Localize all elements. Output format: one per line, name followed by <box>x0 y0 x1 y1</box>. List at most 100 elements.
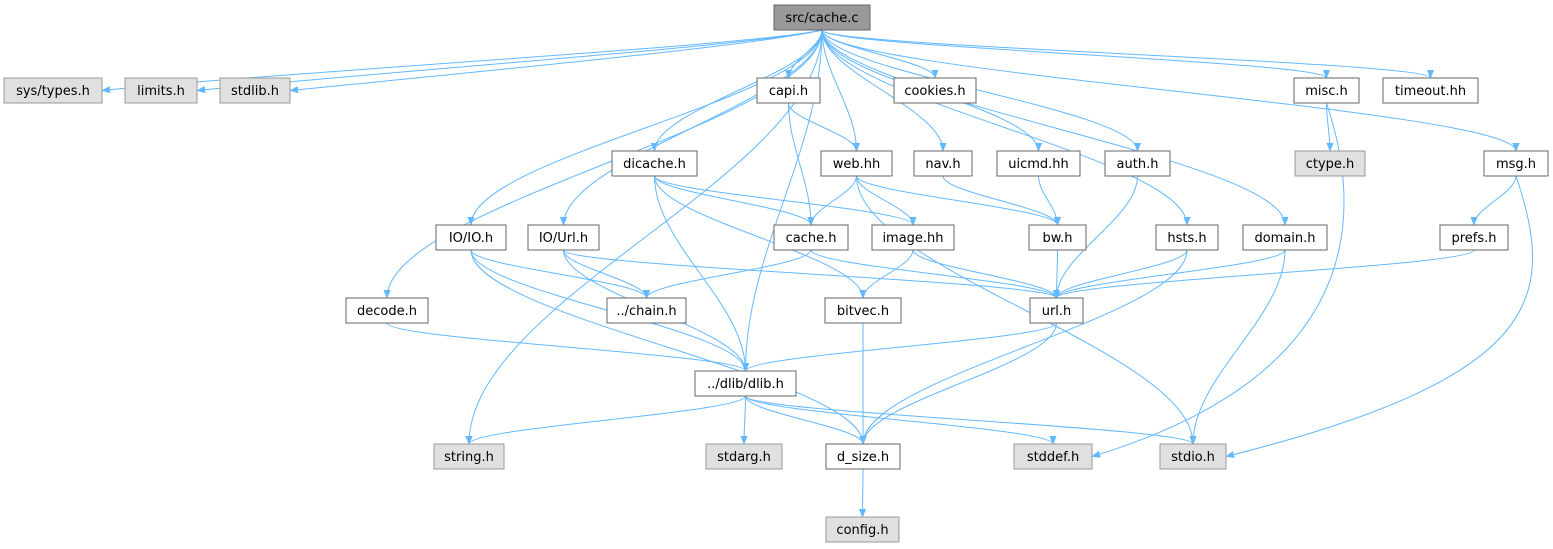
edge-image-to-url <box>912 249 1061 299</box>
node-box <box>871 224 955 251</box>
node-box <box>705 443 783 470</box>
edge-dlib-to-d_size <box>745 395 867 445</box>
edge-cache_c-to-decode <box>383 29 823 299</box>
edge-cache_c-to-io_io <box>467 29 823 226</box>
node-chain[interactable]: ../chain.h <box>606 297 687 324</box>
node-auth[interactable]: auth.h <box>1104 150 1171 177</box>
node-box <box>1155 224 1219 251</box>
node-label: IO/IO.h <box>449 231 493 246</box>
node-limits[interactable]: limits.h <box>124 77 198 104</box>
node-label: bitvec.h <box>837 304 889 319</box>
node-box <box>820 150 893 177</box>
edge-hsts-to-url <box>1052 249 1188 299</box>
node-box <box>756 77 821 104</box>
node-box <box>694 370 797 397</box>
node-url[interactable]: url.h <box>1029 297 1084 324</box>
node-nav[interactable]: nav.h <box>913 150 973 177</box>
node-config[interactable]: config.h <box>825 516 900 543</box>
edge-capi-to-cache_h <box>788 102 815 226</box>
node-box <box>435 224 507 251</box>
node-domain[interactable]: domain.h <box>1242 224 1328 251</box>
node-stddef[interactable]: stddef.h <box>1013 443 1093 470</box>
edge-cache_c-to-misc <box>821 29 1330 79</box>
node-label: src/cache.c <box>785 11 858 26</box>
node-label: config.h <box>836 523 888 538</box>
edge-cache_c-to-stdlib <box>289 29 823 94</box>
node-dicache[interactable]: dicache.h <box>611 150 698 177</box>
edge-web-to-bw <box>856 175 1062 226</box>
node-timeout[interactable]: timeout.hh <box>1382 77 1479 104</box>
node-label: url.h <box>1042 304 1072 319</box>
node-bw[interactable]: bw.h <box>1028 224 1087 251</box>
node-capi[interactable]: capi.h <box>756 77 821 104</box>
node-label: decode.h <box>357 304 417 319</box>
node-io-io[interactable]: IO/IO.h <box>435 224 507 251</box>
node-label: msg.h <box>1496 157 1536 172</box>
node-label: capi.h <box>769 84 808 99</box>
node-box <box>124 77 198 104</box>
edge-dicache-to-cache_h <box>654 175 815 226</box>
edge-cache_c-to-msg <box>821 29 1520 152</box>
node-stdarg[interactable]: stdarg.h <box>705 443 783 470</box>
node-box <box>824 297 902 324</box>
edge-msg-to-stdio <box>1225 175 1534 459</box>
node-box <box>1029 297 1084 324</box>
node-label: cache.h <box>786 231 837 246</box>
node-stdlib[interactable]: stdlib.h <box>219 77 291 104</box>
node-label: d_size.h <box>837 450 889 465</box>
node-box <box>219 77 291 104</box>
edge-decode-to-dlib <box>386 322 749 372</box>
node-label: limits.h <box>137 84 185 99</box>
node-decode[interactable]: decode.h <box>345 297 429 324</box>
node-label: ../chain.h <box>616 304 676 319</box>
node-uicmd[interactable]: uicmd.hh <box>996 150 1081 177</box>
node-hsts[interactable]: hsts.h <box>1155 224 1219 251</box>
node-box <box>3 77 103 104</box>
node-box <box>345 297 429 324</box>
node-box <box>1159 443 1227 470</box>
node-io-url[interactable]: IO/Url.h <box>527 224 600 251</box>
node-sys-types[interactable]: sys/types.h <box>3 77 103 104</box>
node-cache-h[interactable]: cache.h <box>773 224 849 251</box>
node-box <box>773 224 849 251</box>
node-label: auth.h <box>1117 157 1159 172</box>
edge-cache_c-to-web <box>821 29 861 152</box>
node-web[interactable]: web.hh <box>820 150 893 177</box>
node-cache-c: src/cache.c <box>773 4 871 31</box>
node-box <box>606 297 687 324</box>
node-dlib[interactable]: ../dlib/dlib.h <box>694 370 797 397</box>
node-stdio[interactable]: stdio.h <box>1159 443 1227 470</box>
edge-cache_c-to-dicache <box>650 29 823 152</box>
node-string[interactable]: string.h <box>433 443 505 470</box>
node-misc[interactable]: misc.h <box>1293 77 1360 104</box>
node-cookies[interactable]: cookies.h <box>893 77 977 104</box>
node-bitvec[interactable]: bitvec.h <box>824 297 902 324</box>
edge-cache_c-to-limits <box>196 29 823 94</box>
edge-dlib-to-stddef <box>745 395 1057 445</box>
node-label: dicache.h <box>623 157 686 172</box>
node-msg[interactable]: msg.h <box>1483 150 1549 177</box>
node-ctype[interactable]: ctype.h <box>1294 150 1366 177</box>
node-label: stdarg.h <box>717 450 771 465</box>
node-box <box>1294 150 1366 177</box>
edge-uicmd-to-bw <box>1038 175 1062 226</box>
node-label: hsts.h <box>1167 231 1206 246</box>
edge-misc-to-ctype <box>1326 102 1334 152</box>
edge-image-to-bitvec <box>859 249 914 299</box>
edge-cache_c-to-nav <box>821 29 947 152</box>
edge-web-to-stdio <box>856 175 1197 445</box>
node-box <box>1104 150 1171 177</box>
node-box <box>611 150 698 177</box>
node-image[interactable]: image.hh <box>871 224 955 251</box>
edge-url-to-dlib <box>742 322 1057 372</box>
edge-nav-to-bw <box>942 175 1062 226</box>
node-prefs[interactable]: prefs.h <box>1439 224 1509 251</box>
node-box <box>1013 443 1093 470</box>
node-box <box>996 150 1081 177</box>
node-box <box>825 443 901 470</box>
edge-dicache-to-image <box>654 175 917 226</box>
node-d-size[interactable]: d_size.h <box>825 443 901 470</box>
node-box <box>1242 224 1328 251</box>
node-label: string.h <box>444 450 494 465</box>
node-label: image.hh <box>882 231 943 246</box>
